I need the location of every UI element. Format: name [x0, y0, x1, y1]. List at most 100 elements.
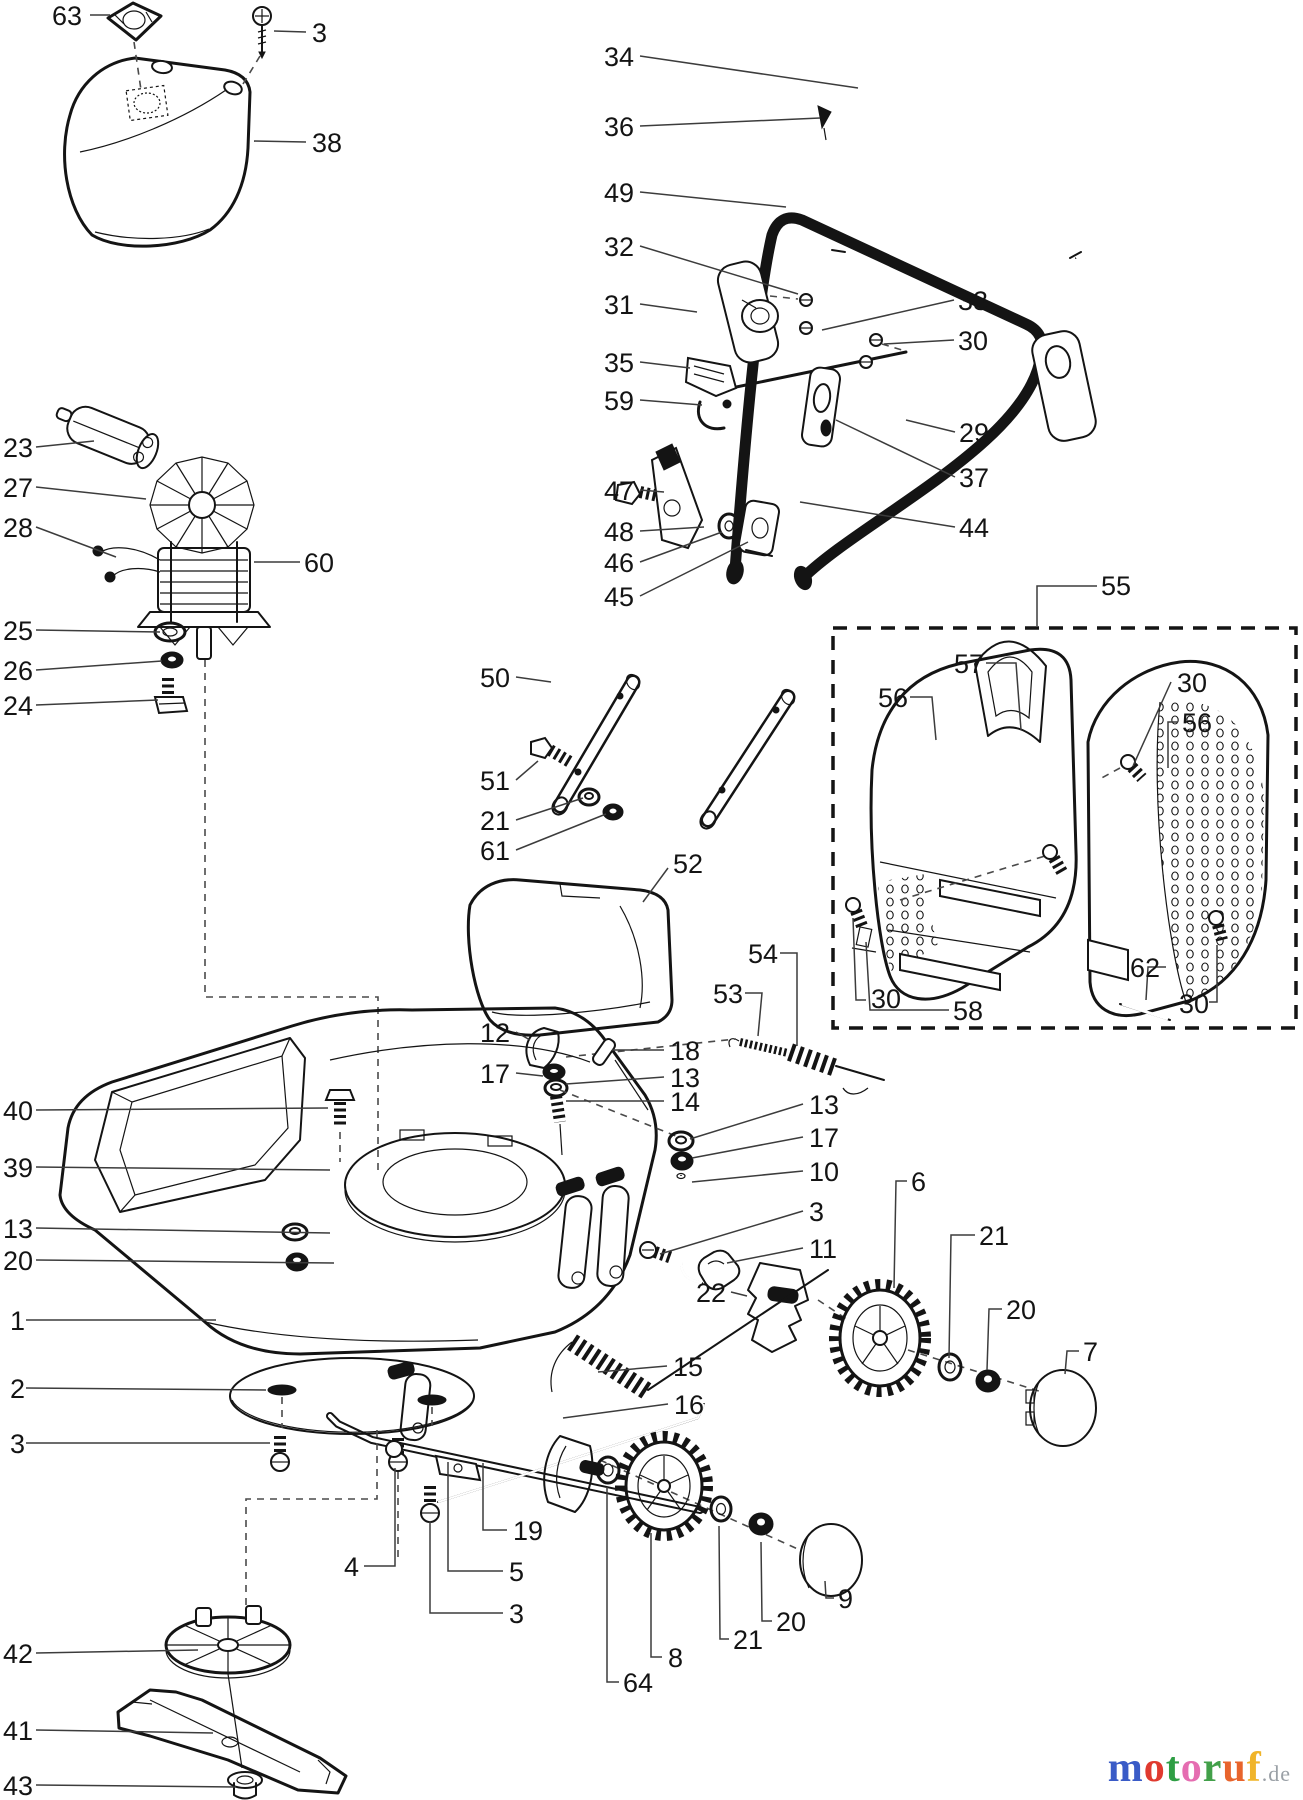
leader-line-31 [639, 303, 698, 313]
leader-line-50 [515, 676, 552, 683]
leader-line-10 [691, 1170, 804, 1183]
wordmark-letter: f [1246, 1745, 1262, 1791]
leader-line-22 [730, 1291, 748, 1297]
leader-line-3 [429, 1521, 503, 1614]
part-48-clamp-lever [650, 443, 704, 550]
part-34-upper-handle [831, 88, 1084, 260]
leader-line-47 [639, 489, 665, 493]
part-6-wheel [829, 1279, 931, 1397]
part-35-clamp [684, 356, 738, 398]
part-47-bolt [614, 480, 670, 506]
part-label-11: 11 [809, 1234, 837, 1264]
part-label-52: 52 [673, 849, 703, 879]
part-label-61: 61 [480, 836, 510, 866]
part-label-13: 13 [3, 1214, 33, 1244]
part-11-clamp [697, 1249, 741, 1291]
leader-line-29 [905, 419, 956, 433]
part-label-10: 10 [809, 1157, 839, 1187]
part-33-bar [710, 350, 908, 394]
leader-line-62 [1145, 966, 1166, 1001]
part-23-capacitor [55, 405, 160, 470]
part-50-tube-right [699, 688, 796, 830]
part-2-plate [229, 1357, 475, 1435]
part-label-21: 21 [733, 1625, 763, 1655]
leader-line-30 [1209, 945, 1218, 1003]
part-label-46: 46 [604, 548, 634, 578]
part-label-30: 30 [1179, 989, 1209, 1019]
leader-line-46 [639, 531, 723, 563]
motoruf-tld: .de [1261, 1761, 1291, 1786]
leader-line-58 [865, 941, 949, 1011]
part-label-3: 3 [312, 18, 327, 48]
part-13-20-deck-washers [281, 1222, 309, 1272]
part-label-45: 45 [604, 582, 634, 612]
part-label-9: 9 [838, 1584, 853, 1614]
leader-line-28 [35, 526, 117, 558]
part-label-59: 59 [604, 386, 634, 416]
leader-line-40 [35, 1107, 329, 1111]
part-label-27: 27 [3, 473, 33, 503]
wordmark-letter: m [1107, 1745, 1144, 1791]
part-21-washer-tube [577, 787, 601, 807]
part-10-rod [676, 1172, 703, 1285]
part-39-motor-mount-ring [344, 1129, 566, 1243]
part-29-housing [1031, 330, 1097, 442]
leader-line-54 [780, 952, 798, 1046]
leader-line-36 [639, 117, 821, 127]
part-label-5: 5 [509, 1557, 524, 1587]
leader-line-8 [650, 1533, 662, 1658]
part-label-3: 3 [809, 1197, 824, 1227]
leader-line-15 [597, 1365, 668, 1373]
part-24-bolt [153, 678, 189, 715]
leader-line-4 [364, 1468, 396, 1567]
part-label-3: 3 [509, 1599, 524, 1629]
leader-line-56 [910, 696, 937, 741]
part-50-tube-left [551, 673, 641, 816]
leader-line-42 [35, 1649, 199, 1654]
leader-line-57 [986, 662, 1022, 731]
part-12-wedge [525, 1027, 560, 1069]
leader-line-13 [35, 1227, 331, 1234]
part-label-54: 54 [748, 939, 778, 969]
part-label-31: 31 [604, 290, 634, 320]
leader-line-35 [639, 361, 691, 369]
wordmark-letter: r [1202, 1745, 1223, 1791]
part-label-4: 4 [344, 1552, 359, 1582]
leader-line-64 [606, 1487, 619, 1683]
leader-line-44 [799, 501, 956, 528]
part-label-60: 60 [304, 548, 334, 578]
leader-line-17 [515, 1072, 544, 1077]
part-7-hubcap [1025, 1369, 1097, 1447]
leader-line-17 [691, 1136, 804, 1159]
leader-line-30 [883, 339, 955, 345]
part-32-screws [769, 293, 813, 335]
leader-line-34 [639, 55, 859, 89]
part-label-29: 29 [959, 418, 989, 448]
part-label-55: 55 [1101, 571, 1131, 601]
part-label-20: 20 [3, 1246, 33, 1276]
deck-chute-opening [94, 1037, 306, 1213]
callout-layer: 6333834364932313559474846453330293744555… [3, 1, 1218, 1800]
wordmark-letter: o [1180, 1745, 1203, 1791]
leader-line-52 [642, 867, 669, 903]
leader-line-2 [25, 1387, 267, 1391]
leader-line-20 [986, 1308, 1002, 1371]
part-label-30: 30 [871, 984, 901, 1014]
leader-line-38 [253, 140, 307, 143]
leader-line-11 [726, 1247, 804, 1264]
part-5-plate [434, 1454, 482, 1482]
part-label-30: 30 [1177, 668, 1207, 698]
part-45-bracket [738, 499, 780, 557]
part-label-20: 20 [1006, 1295, 1036, 1325]
part-label-38: 38 [312, 128, 342, 158]
leader-line-30 [1132, 681, 1172, 767]
part-21-washer-bottom [709, 1495, 733, 1523]
part-label-21: 21 [480, 806, 510, 836]
part-label-50: 50 [480, 663, 510, 693]
part-label-43: 43 [3, 1771, 33, 1800]
part-17-13-14-stack [542, 1063, 569, 1156]
part-13-17-right-stack [667, 1130, 695, 1171]
part-28-wires [92, 545, 161, 583]
leader-line-12 [515, 1031, 531, 1041]
part-21-washer-right [937, 1352, 963, 1382]
